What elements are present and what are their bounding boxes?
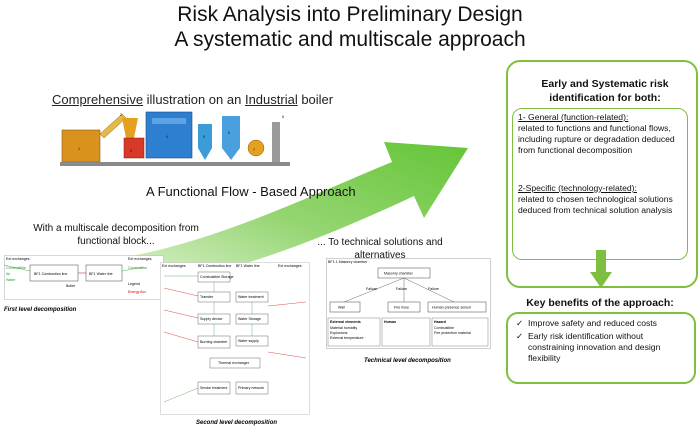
num-6: 6 <box>228 131 230 135</box>
tl-caption: Technical level decomposition <box>364 358 451 364</box>
fl-caption: First level decomposition <box>4 307 77 313</box>
check-icon: ✓ <box>516 318 524 328</box>
sl-b6: Water treatment <box>238 295 264 299</box>
boiler-part-7 <box>247 139 265 157</box>
heading-post: boiler <box>297 92 334 107</box>
num-8: 8 <box>282 115 284 119</box>
tl-item-2: External temperature <box>330 336 364 340</box>
technical-alternatives-label: ... To technical solutions and alternati… <box>317 237 443 261</box>
fl-boiler: Boiler <box>66 284 76 288</box>
fl-in-1: Air <box>6 272 11 276</box>
tl-panel-0: External elements <box>330 320 361 324</box>
tl-child-1: Fire hose <box>394 306 409 310</box>
general-risk-heading: 1- General (function-related): <box>518 112 629 122</box>
tl-item-3: Combustible <box>434 326 454 330</box>
sl-h0: Ext exchanges <box>162 264 186 268</box>
page-title: Risk Analysis into Preliminary Design A … <box>140 2 560 52</box>
tl-edge-2: Failure <box>428 287 439 291</box>
tl-panel-2: Hazard <box>434 320 446 324</box>
risk-title-line-2: identification for both: <box>549 92 661 104</box>
specific-risk-text: related to chosen technological solution… <box>518 194 673 215</box>
tl-item-4: Fire protection material <box>434 331 471 335</box>
fl-out-1: Energy flux <box>128 290 146 294</box>
boiler-part-3 <box>122 118 138 138</box>
benefit-text: Improve safety and reduced costs <box>528 318 657 328</box>
technical-level-diagram: BF1.1 Masonry chamber Masonry chamber Fa… <box>326 258 491 364</box>
fl-legend: Legend <box>128 282 140 286</box>
boiler-part-1 <box>61 129 101 163</box>
fl-in-2: Water <box>6 278 16 282</box>
illustration-heading: Comprehensive illustration on an Industr… <box>52 92 333 107</box>
benefits-box <box>506 312 696 384</box>
num-5: 5 <box>203 135 205 139</box>
multiscale-label: With a multiscale decomposition from fun… <box>33 223 199 247</box>
fl-in-0: Combustible <box>6 266 26 270</box>
flow-approach-label: A Functional Flow - Based Approach <box>146 184 356 199</box>
title-line-2: A systematic and multiscale approach <box>174 28 526 51</box>
sl-h1: BF1 Combustion line <box>198 264 231 268</box>
general-risk-text: related to functions and functional flow… <box>518 123 675 155</box>
specific-risk-heading: 2-Specific (technology-related): <box>518 183 637 193</box>
num-2: 2 <box>120 113 122 117</box>
num-7: 7 <box>253 148 255 152</box>
boiler-part-5 <box>198 124 212 148</box>
tl-edge-0: Failure <box>366 287 377 291</box>
tl-child-0: Wall <box>338 306 345 310</box>
benefits-list: ✓ Improve safety and reduced costs ✓ Early… <box>516 318 688 366</box>
num-1: 1 <box>78 147 80 151</box>
tl-panel-1: Human <box>384 320 396 324</box>
sl-b7: Water Storage <box>238 317 261 321</box>
risk-panel-title: Early and Systematic risk identification… <box>516 77 694 105</box>
benefit-item: ✓ Early risk identification without const… <box>516 331 688 364</box>
benefits-title: Key benefits of the approach: <box>526 297 674 309</box>
tl-header: BF1.1 Masonry chamber <box>328 260 368 264</box>
down-arrow-icon <box>590 250 612 288</box>
tl-edge-1: Failure <box>396 287 407 291</box>
risk-title-line-1: Early and Systematic risk <box>541 78 669 90</box>
tl-root: Masonry chamber <box>384 272 414 276</box>
benefit-item: ✓ Improve safety and reduced costs <box>516 318 688 329</box>
num-3: 3 <box>130 149 132 153</box>
fl-ext-left: Ext exchanges <box>6 257 30 261</box>
boiler-part-8 <box>272 122 280 162</box>
benefit-text: Early risk identification without constr… <box>528 331 661 363</box>
title-line-1: Risk Analysis into Preliminary Design <box>177 3 523 26</box>
boiler-illustration: 1 2 3 4 5 6 7 8 <box>60 111 290 166</box>
fl-combustion: BF1 Combustion line <box>34 272 67 276</box>
sl-h2: BF1 Water line <box>236 264 260 268</box>
second-level-diagram: Ext exchanges BF1 Combustion line BF1 Wa… <box>160 262 310 426</box>
sl-b8: Water supply <box>238 339 259 343</box>
sl-b5: Smoke treatment <box>200 386 227 390</box>
fl-water: BF1 Water line <box>89 272 113 276</box>
sl-b2: Supply device <box>200 317 222 321</box>
sl-h3: Ext exchanges <box>278 264 302 268</box>
sl-b4: Thermal exchanger <box>218 361 250 365</box>
sl-caption: Second level decomposition <box>196 420 277 426</box>
heading-industrial: Industrial <box>244 92 298 107</box>
heading-comprehensive: Comprehensive <box>52 92 144 107</box>
boiler-part-2 <box>99 113 127 139</box>
sl-b0: Combustible Storage <box>200 275 234 279</box>
tl-item-0: Material humidity <box>330 326 357 330</box>
fl-ext-right: Ext exchanges <box>128 257 152 261</box>
arrow-body <box>92 142 468 292</box>
tl-item-1: Explosions <box>330 331 348 335</box>
sl-b9: Primary network <box>238 386 264 390</box>
num-4: 4 <box>166 135 168 139</box>
boiler-part-6 <box>222 116 240 148</box>
first-level-diagram: Ext exchanges Ext exchanges BF1 Combusti… <box>4 255 164 313</box>
heading-mid: illustration on an <box>143 92 245 107</box>
sl-b3: Burning chamber <box>200 340 228 344</box>
tl-child-2: Human presence sensor <box>432 306 472 310</box>
check-icon: ✓ <box>516 331 524 341</box>
sl-b1: Transfer <box>200 295 214 299</box>
